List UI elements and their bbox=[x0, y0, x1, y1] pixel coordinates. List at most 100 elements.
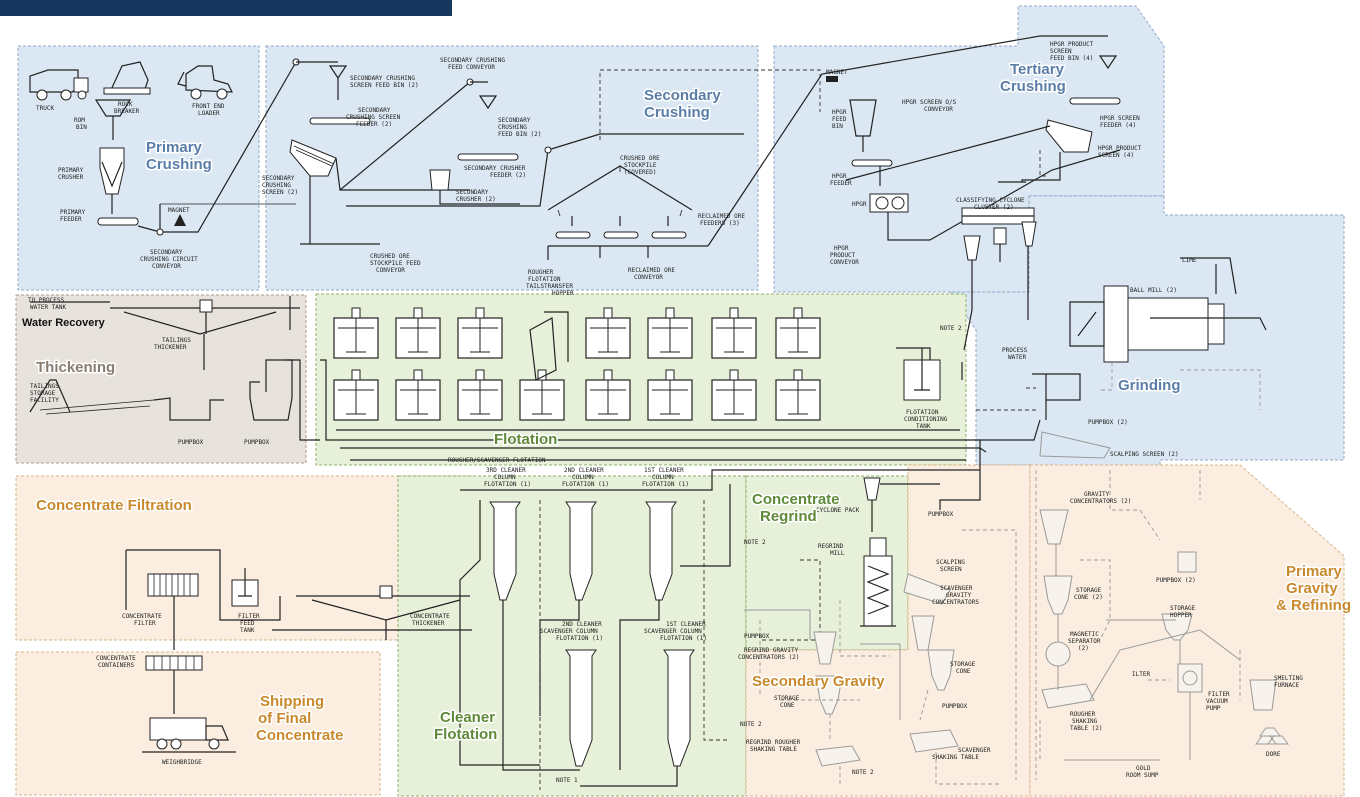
regrind-rougher-table-icon bbox=[815, 745, 861, 767]
zone-concentrate-filtration bbox=[15, 475, 473, 641]
area-flotation: Flotation bbox=[494, 431, 557, 448]
flotation-cell-icon bbox=[711, 307, 757, 359]
area-concentrate-filtration: Concentrate Filtration bbox=[36, 497, 192, 514]
label-pumpbox-sg: PUMPBOX bbox=[744, 633, 770, 640]
label-pumpbox-1: PUMPBOX bbox=[178, 439, 204, 446]
truck-icon bbox=[29, 69, 89, 101]
rougher-table-icon bbox=[1041, 683, 1095, 709]
label-pumpbox-sg2: PUMPBOX bbox=[942, 703, 968, 710]
flotation-cell-icon bbox=[395, 369, 441, 421]
label-pumpbox-pg: PUMPBOX (2) bbox=[1156, 577, 1196, 584]
label-lime: LIME bbox=[1182, 257, 1197, 264]
regrind-gravity-concentrator-icon bbox=[813, 631, 837, 665]
magnet-tertiary-icon bbox=[826, 76, 838, 82]
label-dore: DORE bbox=[1266, 751, 1281, 758]
magnetic-separator-icon bbox=[1045, 641, 1071, 667]
cyclone-icon bbox=[963, 235, 981, 261]
dore-icon bbox=[1255, 727, 1289, 745]
label-rougher-scavenger: ROUGHER/SCAVENGER FLOTATION bbox=[448, 457, 546, 464]
flotation-cell-icon bbox=[647, 369, 693, 421]
label-note2-sg: NOTE 2 bbox=[852, 769, 874, 776]
flotation-cell-icon bbox=[585, 369, 631, 421]
flotation-cell-icon bbox=[585, 307, 631, 359]
area-thickening: Thickening bbox=[36, 359, 115, 376]
label-cyclone-pack: CYCLONE PACK bbox=[816, 507, 860, 514]
storage-cone-2-icon bbox=[927, 649, 955, 691]
magnet-icon bbox=[174, 214, 186, 226]
label-hpgr: HPGR bbox=[852, 201, 867, 208]
label-weighbridge: WEIGHBRIDGE bbox=[162, 759, 202, 766]
haul-truck-icon bbox=[149, 717, 229, 750]
cleaner-scavenger-column-2 bbox=[565, 649, 597, 767]
zone-primary-crushing bbox=[17, 45, 260, 291]
header-bar bbox=[0, 0, 452, 16]
label-note2-regrind: NOTE 2 bbox=[744, 539, 766, 546]
area-grinding: Grinding bbox=[1118, 377, 1181, 394]
flotation-cell-icon bbox=[333, 307, 379, 359]
flotation-cell-icon bbox=[395, 307, 441, 359]
storage-cone-1-icon bbox=[815, 675, 843, 715]
flotation-cell-icon bbox=[457, 307, 503, 359]
flotation-cell-icon bbox=[333, 369, 379, 421]
ball-mill-icon bbox=[1069, 285, 1225, 363]
gravity-concentrator-icon bbox=[1039, 509, 1069, 545]
front-end-loader-icon bbox=[177, 65, 233, 100]
flotation-equipment bbox=[333, 307, 821, 421]
flotation-cell-icon bbox=[775, 307, 821, 359]
label-pumpbox-2: PUMPBOX bbox=[244, 439, 270, 446]
label-filter-small: ILTER bbox=[1132, 671, 1150, 678]
label-water-recovery: Water Recovery bbox=[22, 317, 106, 329]
label-truck: TRUCK bbox=[36, 105, 54, 112]
cyclone-pack-icon bbox=[863, 477, 881, 501]
secondary-crusher-icon bbox=[429, 169, 451, 191]
primary-crusher-icon bbox=[99, 147, 125, 195]
label-note2-grinding: NOTE 2 bbox=[940, 325, 962, 332]
cleaner-column-3 bbox=[489, 501, 521, 601]
flotation-cell-icon bbox=[775, 369, 821, 421]
cleaner-column-1 bbox=[645, 501, 677, 601]
label-ball-mill: BALL MILL (2) bbox=[1130, 287, 1177, 294]
flotation-cell-icon bbox=[519, 369, 565, 421]
storage-cone-primary-icon bbox=[1043, 575, 1073, 615]
